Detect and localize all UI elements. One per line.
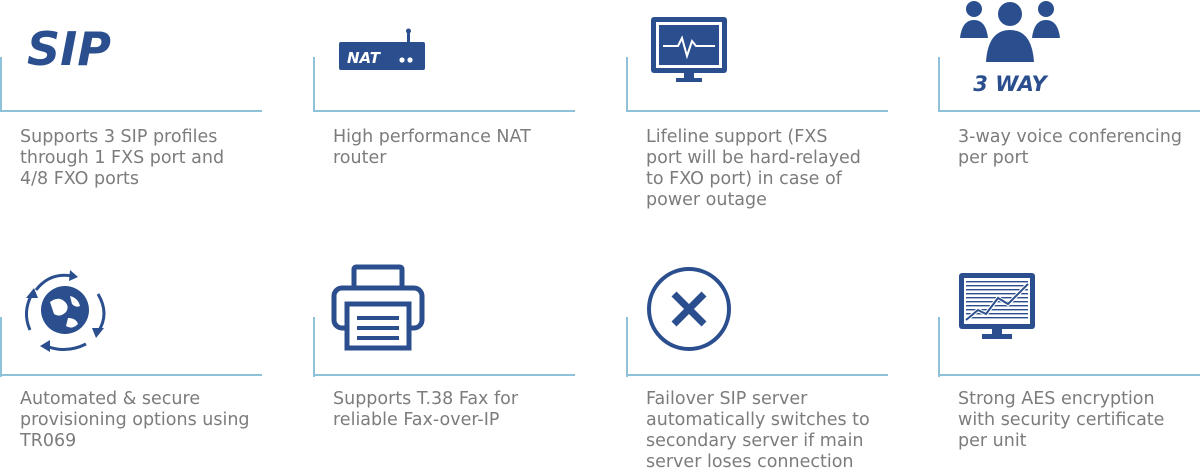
three-way-users-icon: 3 WAY (960, 0, 1060, 100)
feature-encryption: Strong AES encryption with security cert… (938, 0, 1200, 451)
divider-horizontal (938, 110, 1200, 112)
feature-text: Automated & secure provisioning options … (20, 389, 250, 451)
divider-horizontal (0, 374, 262, 376)
feature-text: Strong AES encryption with security cert… (958, 389, 1165, 451)
divider-horizontal (626, 374, 888, 376)
feature-text: High performance NAT router (333, 127, 531, 168)
sip-logo-text: SIP (27, 22, 111, 72)
divider-vertical (626, 57, 628, 112)
feature-lifeline: Lifeline support (FXS port will be hard-… (626, 0, 926, 234)
nat-label: NAT (347, 49, 382, 67)
feature-text: Supports T.38 Fax for reliable Fax-over-… (333, 389, 519, 430)
divider-vertical (938, 317, 940, 377)
feature-fax: Supports T.38 Fax for reliable Fax-over-… (313, 0, 613, 430)
divider-horizontal (313, 110, 575, 112)
feature-3way: 3 WAY 3-way voice conferencing per port (938, 0, 1200, 234)
divider-vertical (0, 57, 2, 112)
monitor-heartbeat-icon (650, 16, 730, 90)
divider-horizontal (0, 110, 262, 112)
feature-failover: Failover SIP server automatically switch… (626, 0, 926, 472)
encryption-monitor-icon (958, 272, 1038, 351)
feature-text: Supports 3 SIP profiles through 1 FXS po… (20, 127, 225, 189)
sip-logo-icon: SIP (25, 22, 115, 76)
three-way-label: 3 WAY (973, 72, 1048, 96)
feature-provisioning: Automated & secure provisioning options … (0, 0, 300, 451)
feature-text: Failover SIP server automatically switch… (646, 389, 870, 472)
feature-nat: NAT High performance NAT router (313, 0, 613, 234)
feature-text: Lifeline support (FXS port will be hard-… (646, 127, 861, 210)
divider-horizontal (313, 374, 575, 376)
feature-text: 3-way voice conferencing per port (958, 127, 1182, 168)
divider-vertical (938, 57, 940, 112)
globe-cycle-icon (20, 268, 110, 357)
feature-sip: SIP Supports 3 SIP profiles through 1 FX… (0, 0, 300, 234)
divider-vertical (626, 317, 628, 377)
divider-horizontal (938, 374, 1200, 376)
nat-router-icon: NAT (339, 28, 429, 77)
failover-x-icon (646, 266, 732, 356)
divider-vertical (0, 317, 2, 377)
divider-horizontal (626, 110, 888, 112)
fax-printer-icon (331, 264, 426, 358)
divider-vertical (313, 317, 315, 377)
divider-vertical (313, 57, 315, 112)
